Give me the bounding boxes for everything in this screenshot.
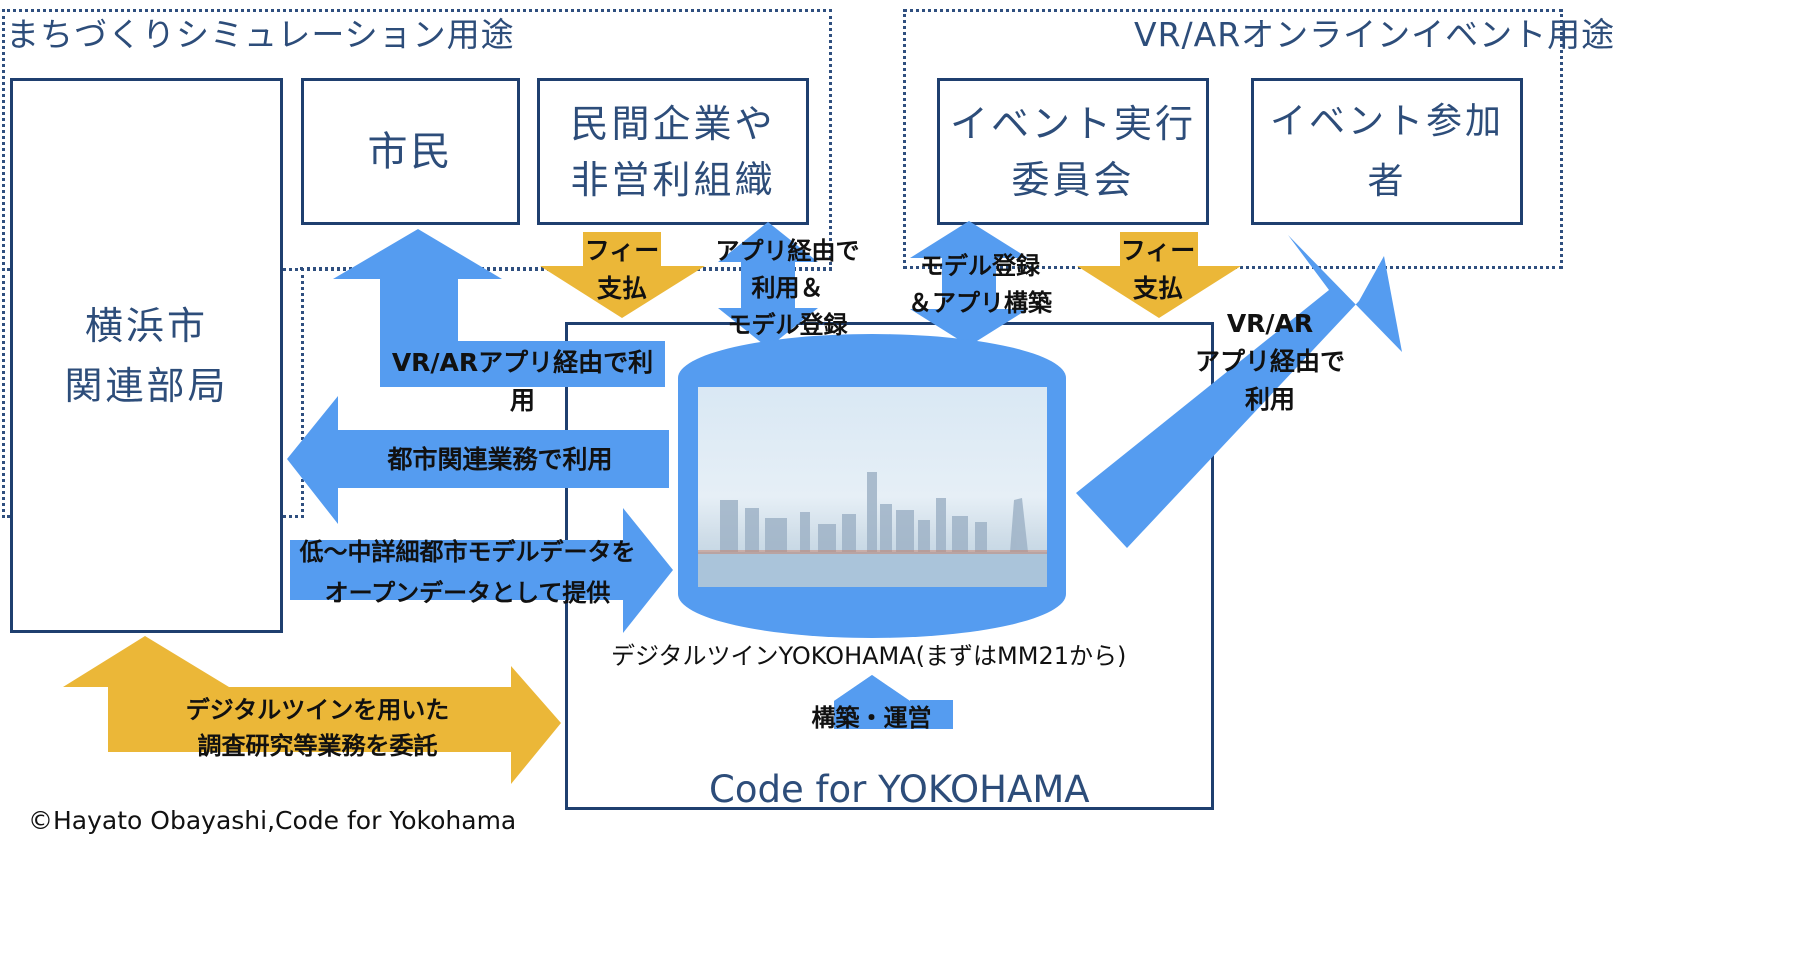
- build-operate-label: 構築・運営: [811, 704, 932, 732]
- model-reg-app-build-label: モデル登録 ＆アプリ構築: [908, 252, 1052, 317]
- machidukuri-region-label: まちづくりシミュレーション用途: [6, 15, 515, 54]
- model-reg-app-build-arrow: [910, 221, 1028, 346]
- private-orgs-box: 民間企業や 非営利組織: [537, 78, 809, 225]
- vrar-participants-label: VR/AR アプリ経由で 利用: [1194, 309, 1345, 414]
- fee-payment-right-arrow: [1077, 232, 1241, 318]
- open-data-arrow: [290, 508, 673, 633]
- build-operate-arrow-head: [834, 675, 910, 701]
- vrar-participants-arrow: [1076, 235, 1402, 548]
- fee-payment-left-arrow: [540, 232, 705, 318]
- commission-arrow: [63, 636, 561, 784]
- open-data-label: 低〜中詳細都市モデルデータを オープンデータとして提供: [299, 538, 636, 607]
- commission-label: デジタルツインを用いた 調査研究等業務を委託: [185, 696, 450, 760]
- vrar-region-label: VR/ARオンラインイベント用途: [1134, 15, 1616, 54]
- vrar-citizens-label: VR/ARアプリ経由で利用: [391, 348, 654, 415]
- city-business-use-label: 都市関連業務で利用: [387, 445, 613, 474]
- event-committee-box: イベント実行 委員会: [937, 78, 1209, 225]
- fee-payment-right-label: フィー 支払: [1120, 236, 1196, 303]
- city-business-use-arrow: [287, 396, 669, 524]
- yokohama-city-box: 横浜市 関連部局: [10, 78, 283, 633]
- build-operate-arrow: [790, 675, 953, 729]
- copyright-text: ©Hayato Obayashi,Code for Yokohama: [28, 806, 517, 835]
- code-for-yokohama-title: Code for YOKOHAMA: [709, 768, 1090, 811]
- fee-payment-left-label: フィー 支払: [584, 236, 660, 303]
- digital-twin-database-icon: [678, 334, 1066, 638]
- digital-twin-caption: デジタルツインYOKOHAMA(まずはMM21から): [611, 642, 1127, 670]
- citizens-box: 市民: [301, 78, 520, 225]
- vrar-citizens-arrow: [333, 229, 665, 387]
- event-participants-box: イベント参加者: [1251, 78, 1523, 225]
- app-use-model-reg-arrow: [718, 222, 818, 348]
- app-use-model-reg-label: アプリ経由で 利用＆ モデル登録: [715, 237, 860, 339]
